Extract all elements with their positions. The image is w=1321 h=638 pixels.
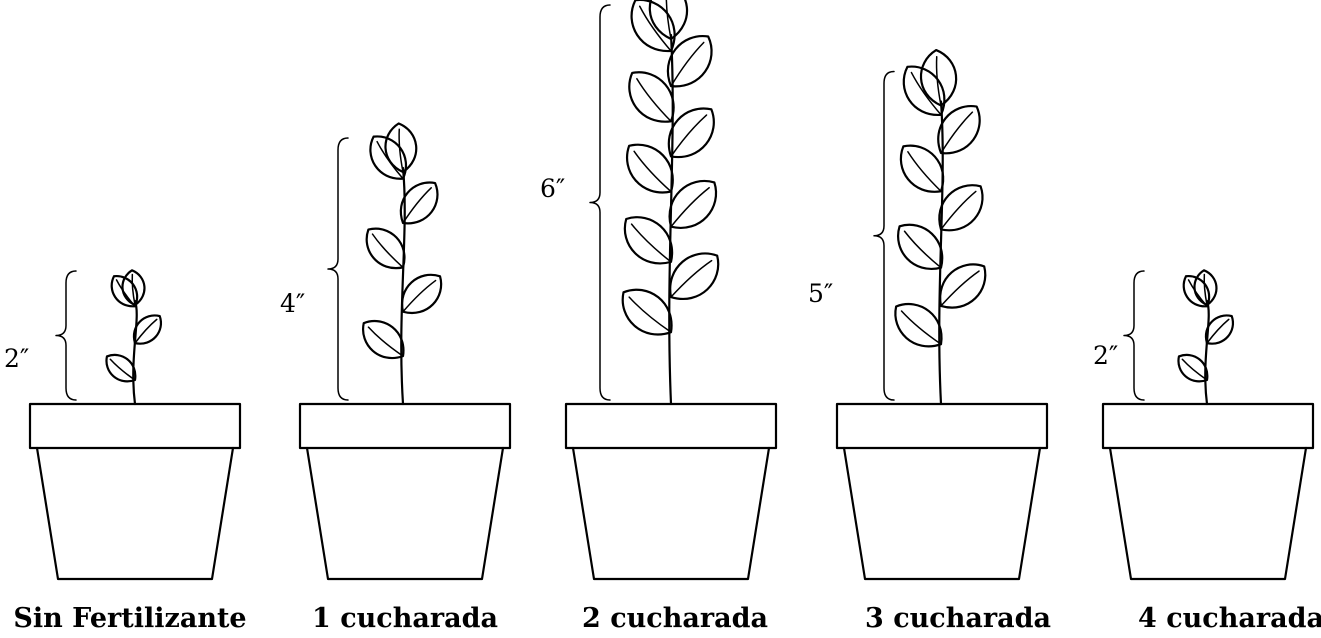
fertilizer-label: 2 cucharada — [582, 603, 768, 634]
leaf — [928, 174, 993, 241]
plant-group: 2″ 4 cucharada — [1093, 269, 1321, 634]
height-bracket — [590, 5, 610, 400]
leaf — [354, 311, 413, 367]
stem — [133, 301, 136, 404]
leaf — [121, 269, 146, 306]
pot-rim — [300, 404, 510, 448]
height-label: 2″ — [1093, 341, 1118, 370]
leaf — [127, 309, 168, 351]
height-bracket — [328, 138, 348, 400]
pot-body — [1110, 448, 1306, 579]
leaf — [657, 97, 726, 168]
pot-rim — [1103, 404, 1313, 448]
leaf — [620, 0, 686, 62]
leaf — [890, 135, 955, 202]
pot-body — [844, 448, 1040, 579]
leaf — [885, 293, 952, 358]
fertilizer-label: 4 cucharada — [1138, 603, 1321, 634]
plant-group: 4″ 1 cucharada — [280, 122, 510, 634]
leaf — [658, 169, 728, 239]
leaf — [357, 219, 414, 278]
height-label: 6″ — [540, 174, 565, 203]
pot-rim — [837, 404, 1047, 448]
leaf — [647, 0, 689, 41]
leaf — [615, 133, 684, 204]
leaf — [391, 173, 447, 232]
fertilizer-label: 3 cucharada — [865, 603, 1051, 634]
leaf — [100, 348, 142, 388]
leaf — [612, 278, 683, 346]
leaf — [1193, 269, 1218, 306]
leaf — [887, 214, 953, 280]
stem — [1205, 301, 1208, 404]
fertilizer-label: Sin Fertilizante — [13, 603, 246, 634]
leaf — [1199, 309, 1240, 351]
pot-rim — [566, 404, 776, 448]
height-label: 4″ — [280, 289, 305, 318]
pot-body — [573, 448, 769, 579]
plant-group: 6″ 2 cucharada — [540, 0, 776, 634]
pot-body — [37, 448, 233, 579]
pot-body — [307, 448, 503, 579]
fertilizer-label: 1 cucharada — [312, 603, 498, 634]
plant-group: 5″ 3 cucharada — [808, 49, 1051, 634]
height-bracket — [874, 72, 894, 401]
height-bracket — [56, 271, 76, 400]
height-label: 5″ — [808, 279, 833, 308]
pot-rim — [30, 404, 240, 448]
height-bracket — [1124, 271, 1144, 400]
leaf — [927, 96, 990, 164]
leaf — [613, 206, 683, 276]
plant-group: 2″ Sin Fertilizante — [4, 269, 247, 634]
leaf — [1172, 348, 1214, 388]
height-label: 2″ — [4, 344, 29, 373]
leaf — [919, 49, 959, 107]
